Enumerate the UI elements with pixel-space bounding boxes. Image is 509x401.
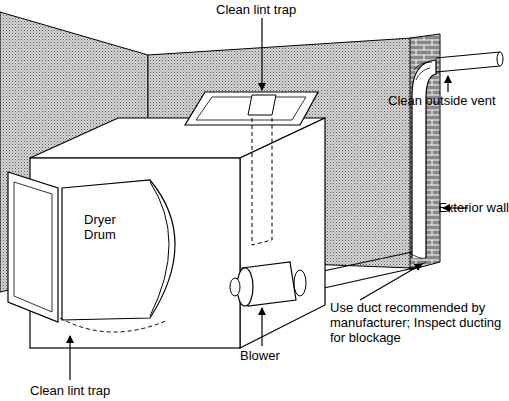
callout-label: Clean outside vent [388, 93, 509, 108]
exterior-wall [410, 34, 440, 270]
dryer-door [8, 172, 58, 322]
callout-label: Clean lint trap [216, 2, 336, 17]
callout-label: Blower [240, 348, 300, 363]
front-lint-trap [60, 318, 168, 332]
lint-trap-hidden [252, 118, 272, 245]
callout-label: Exterior wall [438, 200, 509, 215]
callout-label: Clean lint trap [30, 383, 150, 398]
callout-label: Use duct recommended by manufacturer; In… [330, 300, 505, 345]
leader-line [261, 18, 262, 90]
duct-elbow-ribs [414, 62, 432, 80]
duct-bend [408, 252, 426, 268]
dryer-side [240, 118, 325, 348]
vent-opening [497, 52, 503, 66]
leader-line [69, 336, 70, 380]
leader-line [261, 308, 262, 346]
leader-line [447, 76, 448, 92]
door-inner [14, 182, 52, 312]
drum-curve [150, 182, 169, 316]
vent-pipe [436, 52, 500, 72]
dryer-front [30, 158, 240, 348]
drum-opening [62, 180, 175, 320]
blower-outlet [294, 270, 306, 296]
duct-riser [412, 60, 436, 258]
blower-hub [230, 278, 240, 296]
part-label: Dryer Drum [84, 212, 134, 242]
leader-line [360, 264, 422, 300]
top-lint-trap [248, 95, 276, 115]
